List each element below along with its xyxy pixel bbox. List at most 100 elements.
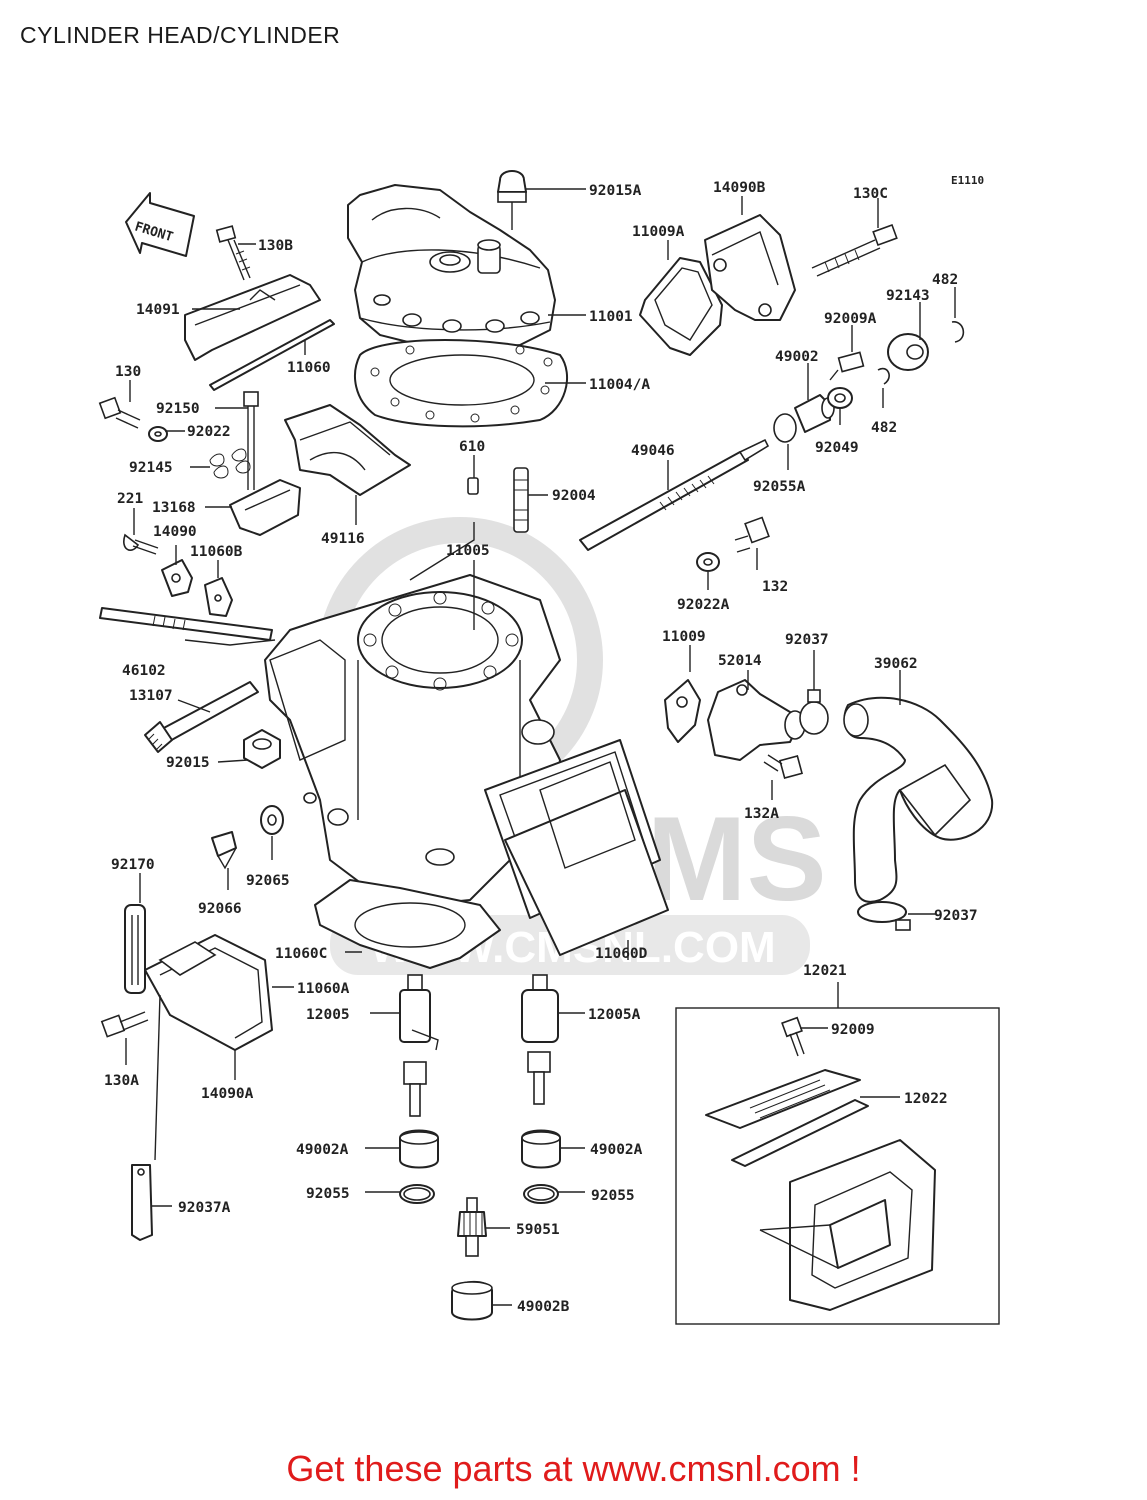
part-label: 11060 (287, 360, 331, 376)
part-label: 11060A (297, 981, 350, 997)
nut-92015 (243, 729, 281, 769)
bearing-92049 (827, 387, 853, 409)
part-label: 49002 (775, 349, 819, 365)
part-label: 92049 (815, 440, 859, 456)
reed-cage (759, 1139, 936, 1311)
pin-92037A (131, 1164, 153, 1241)
hose-39062 (843, 696, 994, 903)
part-label: 39062 (874, 656, 918, 672)
part-label: 46102 (122, 663, 166, 679)
part-label: 11001 (589, 309, 633, 325)
part-label: 221 (117, 491, 143, 507)
plug-92066 (211, 831, 237, 870)
o-ring-92055A (773, 413, 797, 443)
part-label: 130B (258, 238, 293, 254)
part-label: 92143 (886, 288, 930, 304)
gear-59051 (457, 1197, 487, 1257)
stud-92004 (513, 467, 529, 533)
part-label: 130 (115, 364, 141, 380)
part-label: 92065 (246, 873, 290, 889)
part-label: 12021 (803, 963, 847, 979)
cover-14091 (184, 274, 335, 391)
bolt-132 (734, 516, 770, 553)
part-label: 92170 (111, 857, 155, 873)
part-label: 92055A (753, 479, 806, 495)
part-label: 49002A (590, 1142, 643, 1158)
bolt-92009A (829, 351, 865, 381)
front-arrow-icon: FRONT (125, 192, 195, 257)
bolt-132A (763, 754, 804, 780)
gasket-11009 (664, 679, 701, 743)
part-label: 92037A (178, 1200, 231, 1216)
part-label: 92015A (589, 183, 642, 199)
valve-49116 (284, 404, 411, 496)
part-label: 14090 (153, 524, 197, 540)
part-label: 92055 (306, 1186, 350, 1202)
part-label: 59051 (516, 1222, 560, 1238)
cover-14090 (161, 559, 193, 597)
rod-46102 (99, 607, 273, 641)
clamp-92037-b (857, 901, 911, 931)
bolt-130A (100, 1011, 149, 1038)
part-label: 92004 (552, 488, 596, 504)
leader-lines (125, 188, 956, 1306)
part-label: 92066 (198, 901, 242, 917)
part-label: 12005 (306, 1007, 350, 1023)
cover-14090B (704, 214, 796, 321)
part-label: 12005A (588, 1007, 641, 1023)
part-label: 92145 (129, 460, 173, 476)
gasket-11060C (314, 879, 501, 969)
bushing-49002 (794, 394, 835, 433)
bushing-49002A-right (521, 1129, 561, 1169)
clamp-92037 (799, 689, 829, 735)
part-label: 14091 (136, 302, 180, 318)
fitting-52014 (707, 679, 806, 761)
part-label: 49002B (517, 1299, 570, 1315)
part-label: 92150 (156, 401, 200, 417)
part-label: 11060B (190, 544, 243, 560)
cylinder-body (264, 574, 561, 906)
bolt-130B (215, 225, 251, 281)
page-title: CYLINDER HEAD/CYLINDER (20, 22, 341, 48)
gasket-11060D (484, 739, 669, 956)
part-label: 13168 (152, 500, 196, 516)
part-label: 11060C (275, 946, 327, 962)
part-labels: 92015A 14090B 130C 130B 11009A 482 14091… (104, 180, 978, 1315)
gasket-11009A (639, 257, 723, 356)
part-label: 11005 (446, 543, 490, 559)
part-label: 132 (762, 579, 788, 595)
cover-14090A (144, 934, 273, 1051)
lever-13168 (229, 479, 301, 536)
part-label: 14090A (201, 1086, 254, 1102)
cylinder-head (347, 184, 556, 351)
part-label: 12022 (904, 1091, 948, 1107)
footer-link-text[interactable]: Get these parts at www.cmsnl.com ! (286, 1448, 861, 1489)
diagram-code: E1110 (951, 174, 984, 187)
part-label: 11009A (632, 224, 685, 240)
o-ring-92055-left (399, 1184, 435, 1204)
part-label: 14090B (713, 180, 766, 196)
part-label: 11004/A (589, 377, 650, 393)
part-label: 610 (459, 439, 485, 455)
washer-92065 (260, 805, 284, 835)
part-label: 92009A (824, 311, 877, 327)
part-label: 92009 (831, 1022, 875, 1038)
part-label: 130C (853, 186, 888, 202)
valve-12005 (399, 974, 439, 1117)
o-ring-92055-right (523, 1184, 559, 1204)
bolt-130C (811, 223, 898, 277)
part-label: 92022 (187, 424, 231, 440)
rubber-92143 (887, 333, 929, 371)
shaft-49046 (579, 438, 770, 551)
part-label: 92015 (166, 755, 210, 771)
part-label: 49046 (631, 443, 675, 459)
part-label: 482 (871, 420, 897, 436)
reed-stopper-12022 (705, 1069, 869, 1167)
part-label: 130A (104, 1073, 139, 1089)
washer-92022 (148, 426, 168, 442)
washer-92022A (696, 552, 720, 572)
part-label: 49002A (296, 1142, 349, 1158)
bolt-221 (123, 533, 159, 555)
head-gasket (354, 339, 569, 428)
part-label: 52014 (718, 653, 762, 669)
